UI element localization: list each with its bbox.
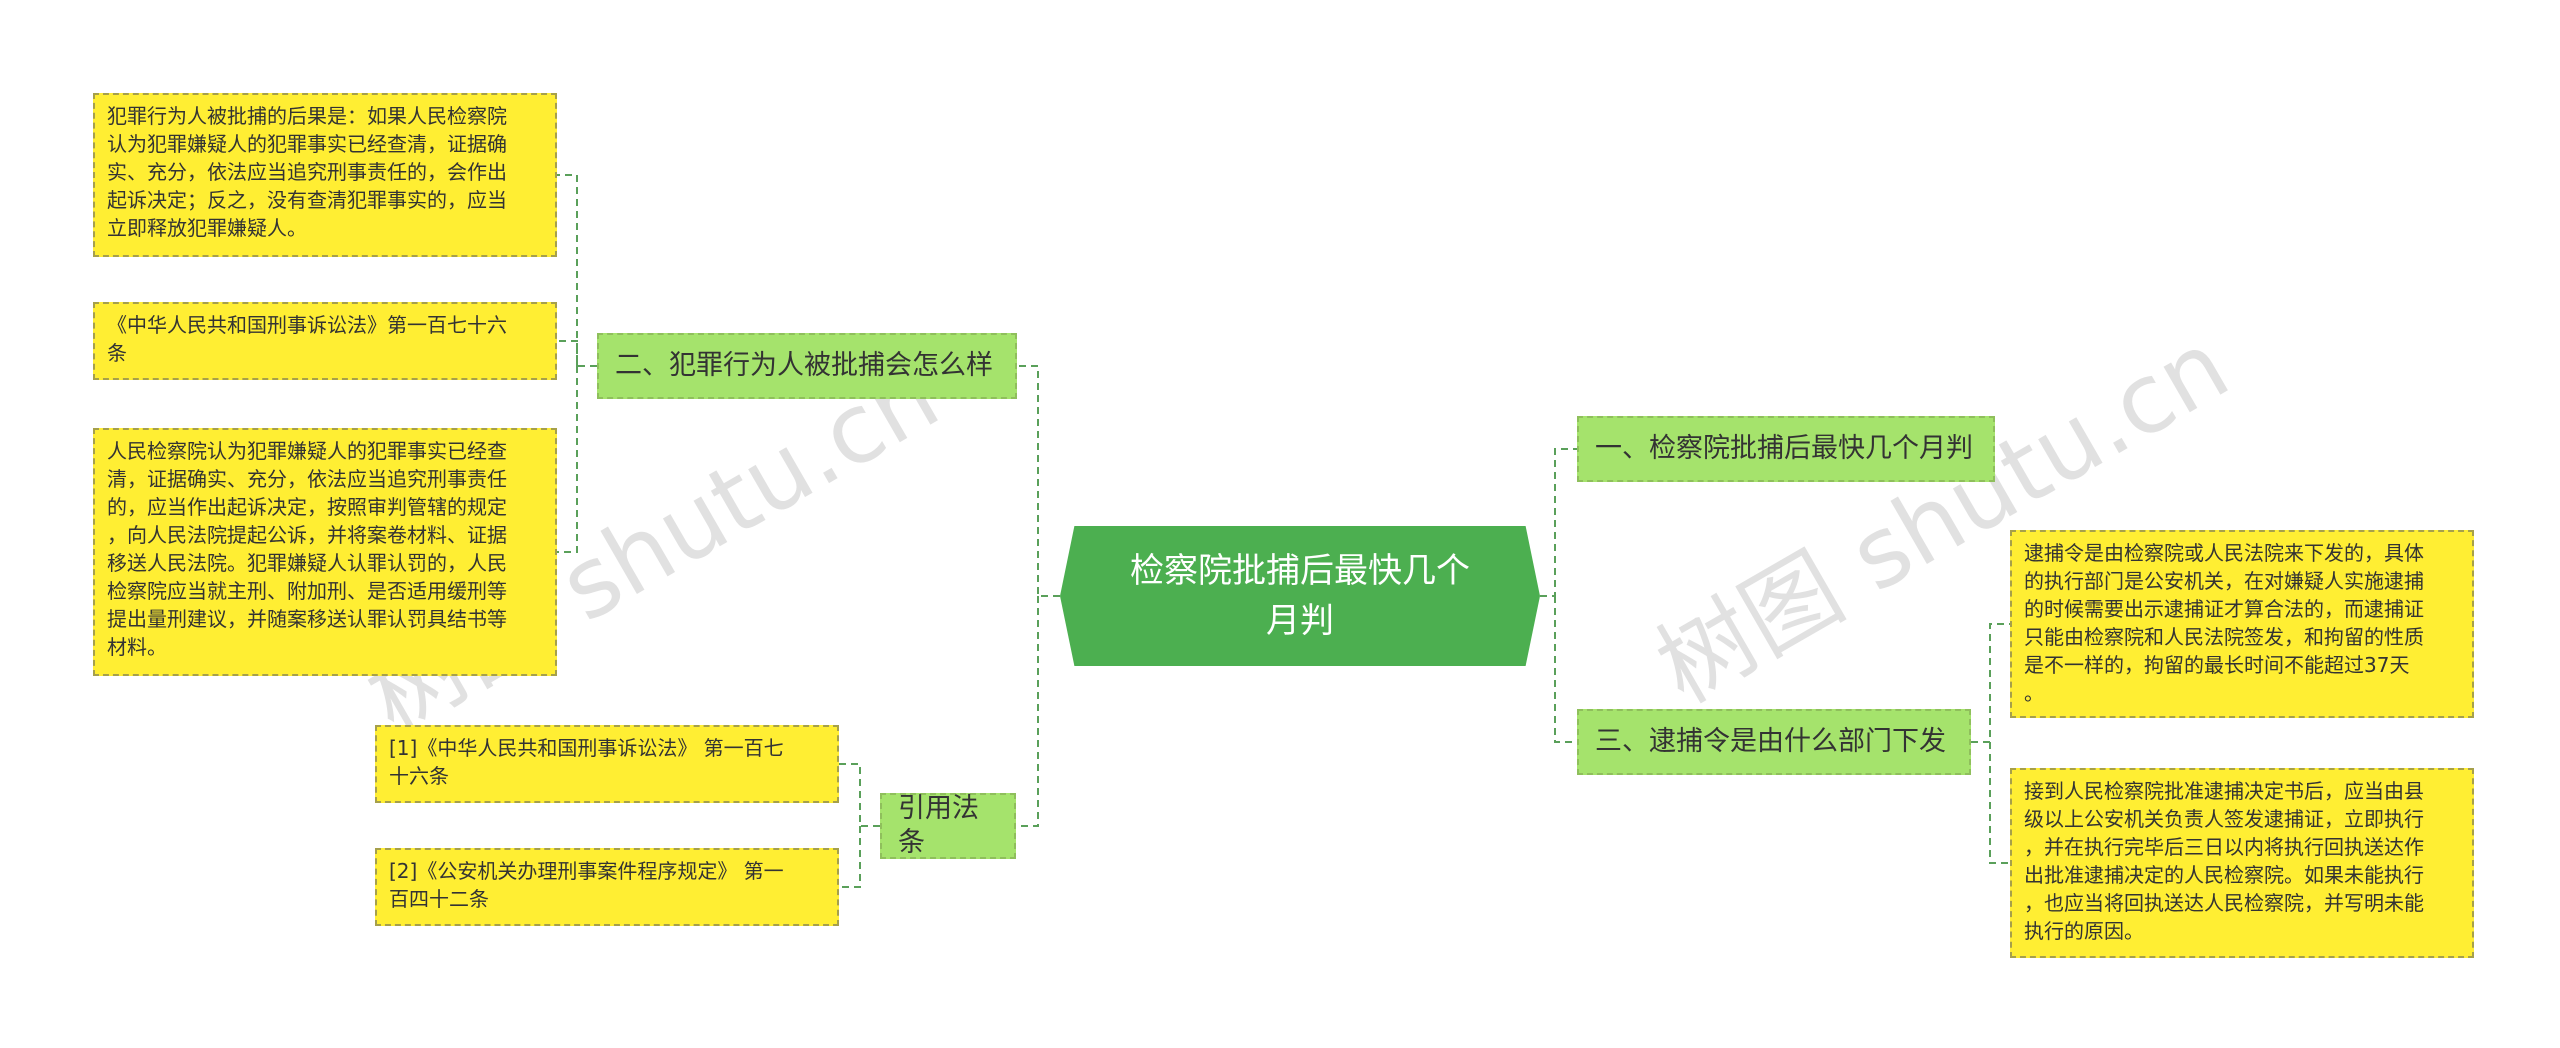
branch-cited-laws[interactable]: 引用法条 <box>880 793 1016 859</box>
connector-root-to-branch-warrant <box>1554 596 1577 743</box>
connector-root-to-branch-sentencing <box>1540 448 1577 597</box>
branch-sentencing-time[interactable]: 一、检察院批捕后最快几个月判 <box>1577 416 1995 482</box>
connector-to-leaf-ref1 <box>839 763 880 827</box>
branch-arrest-consequence[interactable]: 二、犯罪行为人被批捕会怎么样 <box>597 333 1017 399</box>
leaf-arrest-consequence: 犯罪行为人被批捕的后果是：如果人民检察院 认为犯罪嫌疑人的犯罪事实已经查清，证据… <box>93 93 557 257</box>
connector-root-to-branch-laws <box>1016 596 1039 827</box>
connector-to-leaf-warrant <box>1971 623 2010 743</box>
leaf-law-article: 《中华人民共和国刑事诉讼法》第一百七十六 条 <box>93 302 557 380</box>
leaf-prosecution-decision: 人民检察院认为犯罪嫌疑人的犯罪事实已经查 清，证据确实、充分，依法应当追究刑事责… <box>93 428 557 676</box>
connector-root-to-branch-consequence <box>1017 365 1060 597</box>
leaf-reference-1: [1]《中华人民共和国刑事诉讼法》 第一百七 十六条 <box>375 725 839 803</box>
leaf-reference-2: [2]《公安机关办理刑事案件程序规定》 第一 百四十二条 <box>375 848 839 926</box>
branch-warrant-issuer[interactable]: 三、逮捕令是由什么部门下发 <box>1577 709 1971 775</box>
connector-to-leaf-consequence <box>557 174 597 367</box>
root-node[interactable]: 检察院批捕后最快几个月判 <box>1060 526 1540 666</box>
connector-to-leaf-execution <box>1989 742 2010 864</box>
leaf-warrant-issuer: 逮捕令是由检察院或人民法院来下发的，具体 的执行部门是公安机关，在对嫌疑人实施逮… <box>2010 530 2474 718</box>
connector-to-leaf-prosecution <box>557 366 578 553</box>
connector-to-leaf-ref2 <box>839 826 861 888</box>
leaf-warrant-execution: 接到人民检察院批准逮捕决定书后，应当由县 级以上公安机关负责人签发逮捕证，立即执… <box>2010 768 2474 958</box>
connector-to-leaf-law-article <box>557 340 578 366</box>
